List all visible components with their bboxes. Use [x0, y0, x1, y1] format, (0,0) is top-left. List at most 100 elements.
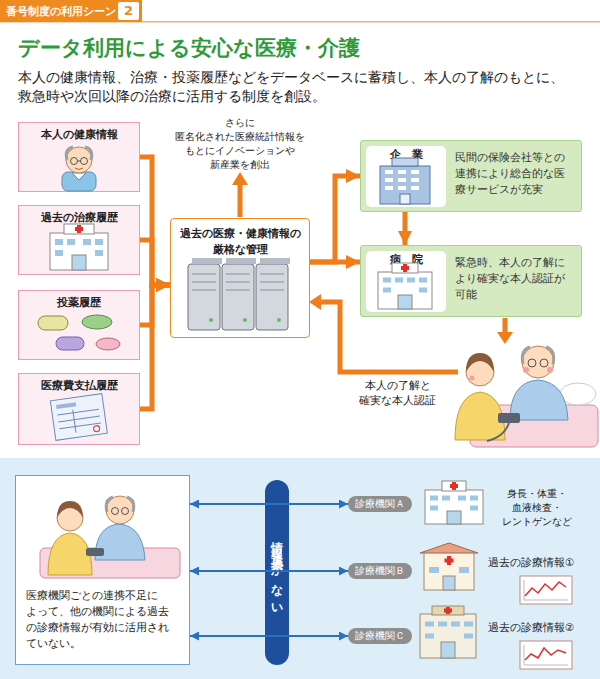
server-illustration: [260, 258, 290, 264]
document-illustration: [56, 402, 76, 409]
chart-document-2: [524, 645, 568, 665]
data-note: 過去の診療情報②: [488, 620, 588, 634]
hospital-building: [378, 272, 432, 309]
clinic-building-a: [430, 498, 478, 508]
patient-care-illustration: [487, 423, 509, 441]
hospital-illustration: [77, 225, 81, 233]
server-illustration: [226, 258, 256, 264]
bottom-patient-illustration: [122, 508, 129, 515]
elderly-man-illustration: [62, 147, 96, 191]
company-building: [400, 194, 410, 204]
node-text: 情報連携がない: [271, 531, 283, 615]
hospital-illustration: [50, 224, 108, 270]
patient-care-illustration: [455, 392, 505, 440]
flow-arrow: [190, 503, 348, 505]
hospital-illustration: [95, 239, 103, 245]
bottom-patient-illustration: [95, 524, 145, 560]
node-text: 緊急時、本人の了解に より確実な本人認証が 可能: [455, 255, 579, 303]
source-box: 医療費支払履歴: [18, 373, 140, 445]
chart-document-2: [525, 648, 566, 660]
bottom-patient-illustration: [112, 508, 119, 515]
bottom-patient-illustration: [86, 548, 104, 556]
elderly-man-illustration: [78, 161, 81, 162]
source-box: 本人の健康情報: [18, 122, 140, 192]
clinic-building-b: [445, 559, 454, 563]
node-text: 本人の健康情報: [19, 123, 139, 143]
patient-care-illustration: [540, 359, 548, 367]
clinic-tag: 診療機関Ａ: [348, 496, 412, 512]
patient-care-illustration: [523, 367, 529, 373]
node-text: 診療機関Ｃ: [355, 631, 405, 641]
patient-care-illustration: [498, 413, 520, 423]
flow-arrow: [403, 212, 408, 245]
clinic-building-b: [443, 576, 455, 590]
consent-flow-line: [309, 294, 321, 310]
bottom-patient-illustration: [40, 548, 180, 578]
annotation-text: 本人の了解と 確実な本人認証: [350, 378, 445, 408]
clinic-building-c: [441, 642, 455, 658]
document-illustration: [93, 425, 100, 432]
clinic-building-c: [425, 624, 473, 636]
node-text: 診療機関Ａ: [355, 499, 405, 509]
hospital-illustration: [67, 239, 75, 245]
elderly-man-illustration: [62, 172, 96, 191]
bottom-patient-illustration: [40, 496, 180, 578]
server-illustration: [222, 264, 254, 330]
bottom-patient-illustration: [57, 501, 83, 518]
clinic-building-a: [425, 481, 483, 524]
patient-care-illustration: [466, 358, 494, 386]
consent-flow-line: [497, 332, 513, 344]
company-building: [380, 158, 430, 204]
clinic-tag: 診療機関Ｂ: [348, 563, 412, 579]
company-building: [380, 166, 430, 204]
innovation-arrow: [232, 172, 248, 217]
patient-care-illustration: [522, 347, 553, 364]
node-text: 番号制度の利用シーン: [6, 4, 116, 18]
clinic-building-c: [420, 614, 476, 658]
flow-arrow: [140, 157, 170, 285]
company-building: [392, 158, 418, 166]
data-note: 過去の診療情報①: [488, 555, 588, 569]
data-note: 身長・体重・ 血液検査・ レントゲンなど: [487, 487, 587, 529]
pills-illustration: [56, 337, 84, 350]
flow-arrow: [140, 285, 170, 325]
flow-arrow: [140, 240, 170, 285]
database-box: 過去の医療・健康情報の 厳格な管理: [170, 218, 310, 338]
hospital-illustration: [72, 255, 86, 270]
consent-flow-line: [309, 294, 513, 372]
clinic-building-b: [424, 552, 474, 590]
node-text: 投薬履歴: [19, 291, 139, 311]
node-heading: 病 院: [366, 251, 446, 312]
patient-care-illustration: [455, 346, 598, 447]
document-illustration: [50, 394, 107, 441]
elderly-man-illustration: [81, 158, 88, 165]
server-illustration: [209, 318, 213, 322]
hospital-illustration: [95, 250, 103, 256]
chart-document-1: [525, 582, 566, 596]
clinic-building-b: [420, 543, 478, 553]
clinic-building-c: [420, 606, 476, 658]
bottom-patient-illustration: [106, 497, 134, 512]
clinic-building-b: [429, 567, 469, 573]
server-illustration: [188, 264, 220, 330]
chart-document-2: [520, 641, 572, 669]
clinic-building-a: [452, 482, 456, 490]
clinic-building-a: [425, 490, 483, 524]
source-box: 投薬履歴: [18, 290, 140, 360]
bottom-patient-illustration: [106, 496, 134, 524]
server-illustration: [277, 318, 281, 322]
clinic-building-a: [450, 484, 458, 488]
company-box: 企 業民間の保険会社等との 連携により総合的な医 療サービスが充実: [360, 140, 582, 212]
hospital-illustration: [55, 250, 63, 256]
pills-illustration: [82, 315, 112, 329]
problem-box: 医療機関ごとの連携不足に よって、他の機関による過去 の診療情報が有効に活用され…: [15, 475, 190, 665]
node-text: 2: [118, 2, 139, 20]
node-heading: 企 業: [366, 146, 446, 207]
scene-number: 2: [118, 2, 139, 20]
scene-tab: 番号制度の利用シーン2: [0, 0, 142, 22]
chart-document-1: [520, 576, 572, 604]
node-text: 診療機関Ｂ: [355, 566, 405, 576]
elderly-man-illustration: [75, 168, 83, 170]
annotation-text: さらに 匿名化された医療統計情報を もとにイノベーションや 新産業を創出: [165, 116, 315, 172]
flow-arrow: [190, 570, 348, 572]
